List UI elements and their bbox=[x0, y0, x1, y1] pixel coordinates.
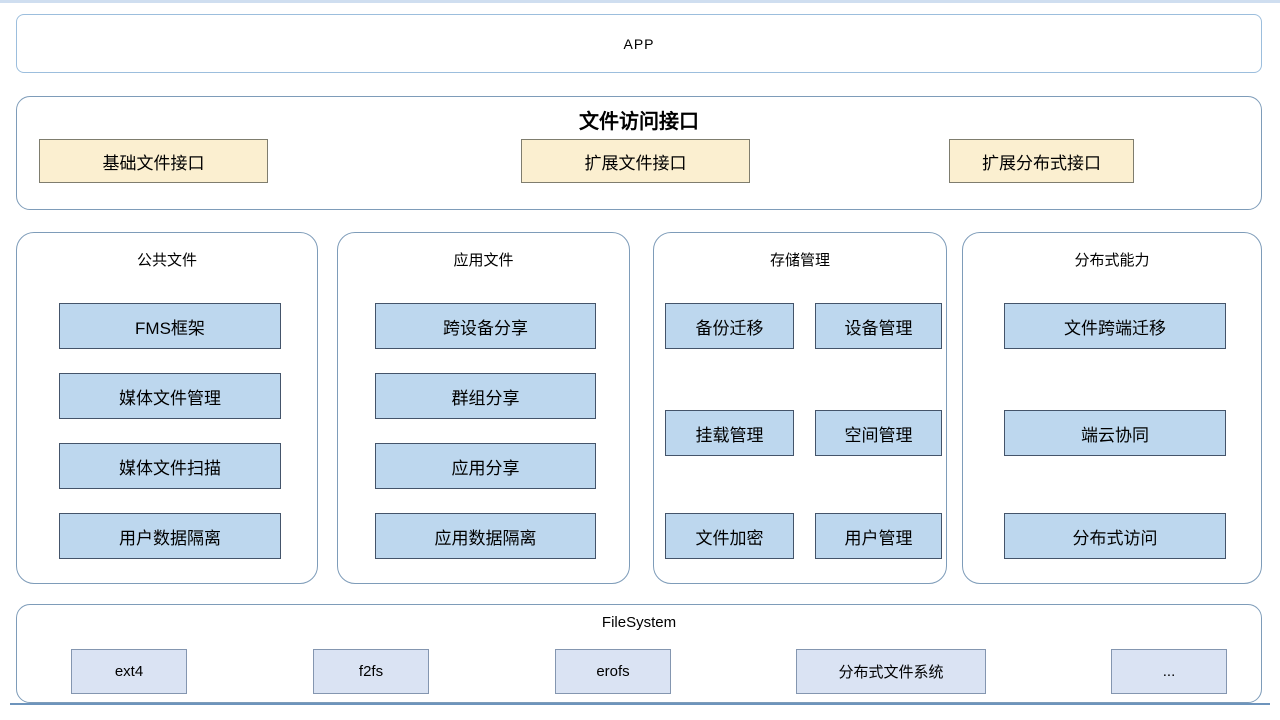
interface-box: 扩展分布式接口 bbox=[949, 139, 1134, 183]
public-files-column: 公共文件 FMS框架媒体文件管理媒体文件扫描用户数据隔离 bbox=[16, 232, 318, 584]
filesystem-box-list: ext4 f2fs erofs 分布式文件系统... bbox=[17, 605, 1261, 702]
feature-box: 媒体文件管理 bbox=[59, 373, 281, 419]
application-files-box-list: 跨设备分享群组分享应用分享应用数据隔离 bbox=[338, 233, 629, 583]
feature-box: 用户数据隔离 bbox=[59, 513, 281, 559]
feature-box: 应用分享 bbox=[375, 443, 596, 489]
feature-box: 分布式访问 bbox=[1004, 513, 1226, 559]
file-access-interface-layer: 文件访问接口 基础文件接口 扩展文件接口 扩展分布式接口 bbox=[16, 96, 1262, 210]
feature-box: 端云协同 bbox=[1004, 410, 1226, 456]
feature-box: 文件跨端迁移 bbox=[1004, 303, 1226, 349]
filesystem-box: ... bbox=[1111, 649, 1227, 694]
feature-box: 应用数据隔离 bbox=[375, 513, 596, 559]
feature-box: 文件加密 bbox=[665, 513, 794, 559]
feature-box: 媒体文件扫描 bbox=[59, 443, 281, 489]
storage-management-column: 存储管理 备份迁移设备管理挂载管理空间管理文件加密用户管理 bbox=[653, 232, 947, 584]
distributed-capability-title: 分布式能力 bbox=[1074, 252, 1150, 269]
distributed-capability-box-list: 文件跨端迁移端云协同分布式访问 bbox=[963, 233, 1261, 583]
app-layer-label: APP bbox=[623, 35, 655, 52]
interface-box-list: 基础文件接口 扩展文件接口 扩展分布式接口 bbox=[17, 97, 1261, 209]
top-edge-line bbox=[0, 0, 1280, 3]
filesystem-box: ext4 bbox=[71, 649, 187, 694]
filesystem-box: f2fs bbox=[313, 649, 429, 694]
filesystem-box: erofs bbox=[555, 649, 671, 694]
app-layer-box: APP bbox=[16, 14, 1262, 73]
interface-box: 基础文件接口 bbox=[39, 139, 268, 183]
capability-columns: 公共文件 FMS框架媒体文件管理媒体文件扫描用户数据隔离 应用文件 跨设备分享群… bbox=[16, 232, 1262, 584]
feature-box: 空间管理 bbox=[815, 410, 942, 456]
filesystem-title: FileSystem bbox=[601, 614, 677, 631]
public-files-box-list: FMS框架媒体文件管理媒体文件扫描用户数据隔离 bbox=[17, 233, 317, 583]
feature-box: 群组分享 bbox=[375, 373, 596, 419]
storage-management-title: 存储管理 bbox=[769, 252, 830, 269]
public-files-title: 公共文件 bbox=[136, 252, 197, 269]
filesystem-box: 分布式文件系统 bbox=[796, 649, 986, 694]
feature-box: 备份迁移 bbox=[665, 303, 794, 349]
application-files-title: 应用文件 bbox=[453, 252, 514, 269]
bottom-edge-line bbox=[10, 703, 1270, 705]
feature-box: 用户管理 bbox=[815, 513, 942, 559]
file-access-interface-title: 文件访问接口 bbox=[579, 111, 699, 133]
distributed-capability-column: 分布式能力 文件跨端迁移端云协同分布式访问 bbox=[962, 232, 1262, 584]
interface-box: 扩展文件接口 bbox=[521, 139, 750, 183]
feature-box: 设备管理 bbox=[815, 303, 942, 349]
application-files-column: 应用文件 跨设备分享群组分享应用分享应用数据隔离 bbox=[337, 232, 630, 584]
feature-box: FMS框架 bbox=[59, 303, 281, 349]
feature-box: 挂载管理 bbox=[665, 410, 794, 456]
filesystem-layer: FileSystem ext4 f2fs erofs 分布式文件系统... bbox=[16, 604, 1262, 703]
storage-management-box-list: 备份迁移设备管理挂载管理空间管理文件加密用户管理 bbox=[654, 233, 946, 583]
feature-box: 跨设备分享 bbox=[375, 303, 596, 349]
